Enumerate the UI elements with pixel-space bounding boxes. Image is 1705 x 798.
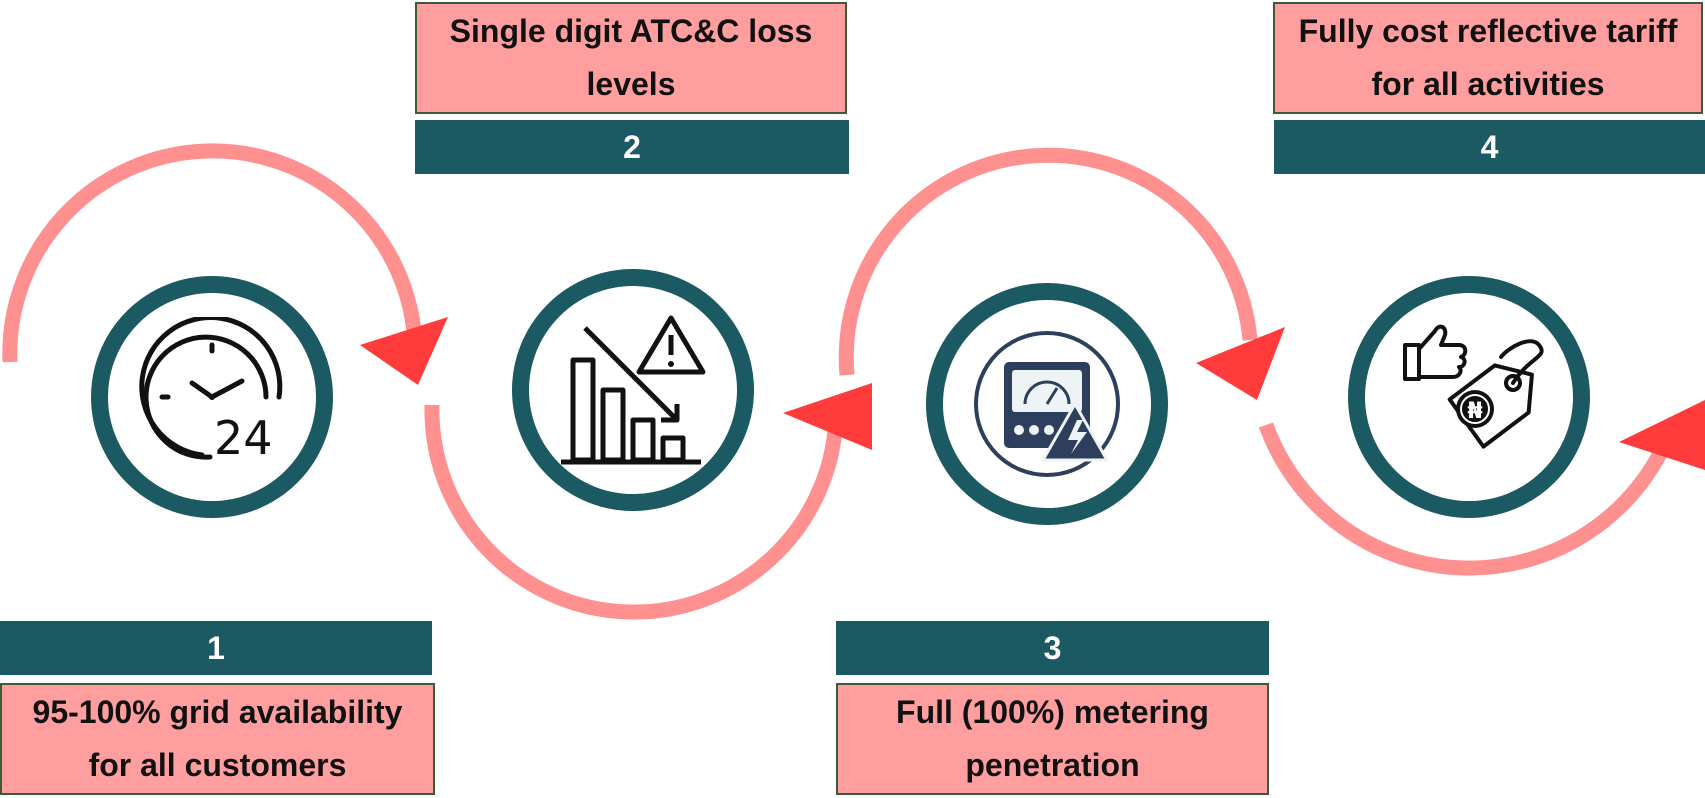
step-2-number: 2 xyxy=(623,128,641,165)
thumbs-up-naira-price-tag-icon: ₦ xyxy=(1403,324,1544,449)
arc-2-bottom xyxy=(424,404,844,620)
step-3-goal-box: Full (100%) metering penetration xyxy=(836,683,1269,795)
arc-1-top xyxy=(2,143,423,363)
step-1-goal-text: 95-100% grid availability for all custom… xyxy=(32,694,403,783)
arrowhead-2 xyxy=(783,383,872,450)
arrowhead-3 xyxy=(1196,327,1285,400)
step-2-icon-ring xyxy=(512,269,754,511)
step-4-number-bar: 4 xyxy=(1274,120,1705,174)
step-2-goal-box: Single digit ATC&C loss levels xyxy=(415,2,847,114)
step-2-goal-text: Single digit ATC&C loss levels xyxy=(449,13,813,102)
arc-3-top xyxy=(838,147,1258,376)
svg-text:₦: ₦ xyxy=(1467,399,1482,424)
step-1-icon-ring: 24 xyxy=(91,276,333,518)
step-3-goal-text: Full (100%) metering penetration xyxy=(896,694,1209,783)
declining-bar-chart-warning-icon xyxy=(561,315,706,465)
clock-24-icon: 24 xyxy=(139,317,283,465)
clock-24-label: 24 xyxy=(214,411,273,465)
step-3-number-bar: 3 xyxy=(836,621,1269,675)
arrowhead-1 xyxy=(360,317,448,385)
step-4-goal-text: Fully cost reflective tariff for all act… xyxy=(1298,13,1678,102)
electric-meter-icon xyxy=(974,331,1120,477)
step-1-number-bar: 1 xyxy=(0,621,432,675)
arrowhead-4 xyxy=(1619,400,1705,470)
arc-4-bottom xyxy=(1258,422,1677,576)
step-4-icon-ring: ₦ xyxy=(1348,276,1590,518)
step-4-number: 4 xyxy=(1480,128,1499,165)
step-3-icon-ring xyxy=(926,283,1168,525)
step-1-number: 1 xyxy=(207,629,225,666)
step-2-number-bar: 2 xyxy=(415,120,849,174)
step-1-goal-box: 95-100% grid availability for all custom… xyxy=(0,683,435,795)
step-3-number: 3 xyxy=(1043,629,1062,666)
step-4-goal-box: Fully cost reflective tariff for all act… xyxy=(1273,2,1703,114)
